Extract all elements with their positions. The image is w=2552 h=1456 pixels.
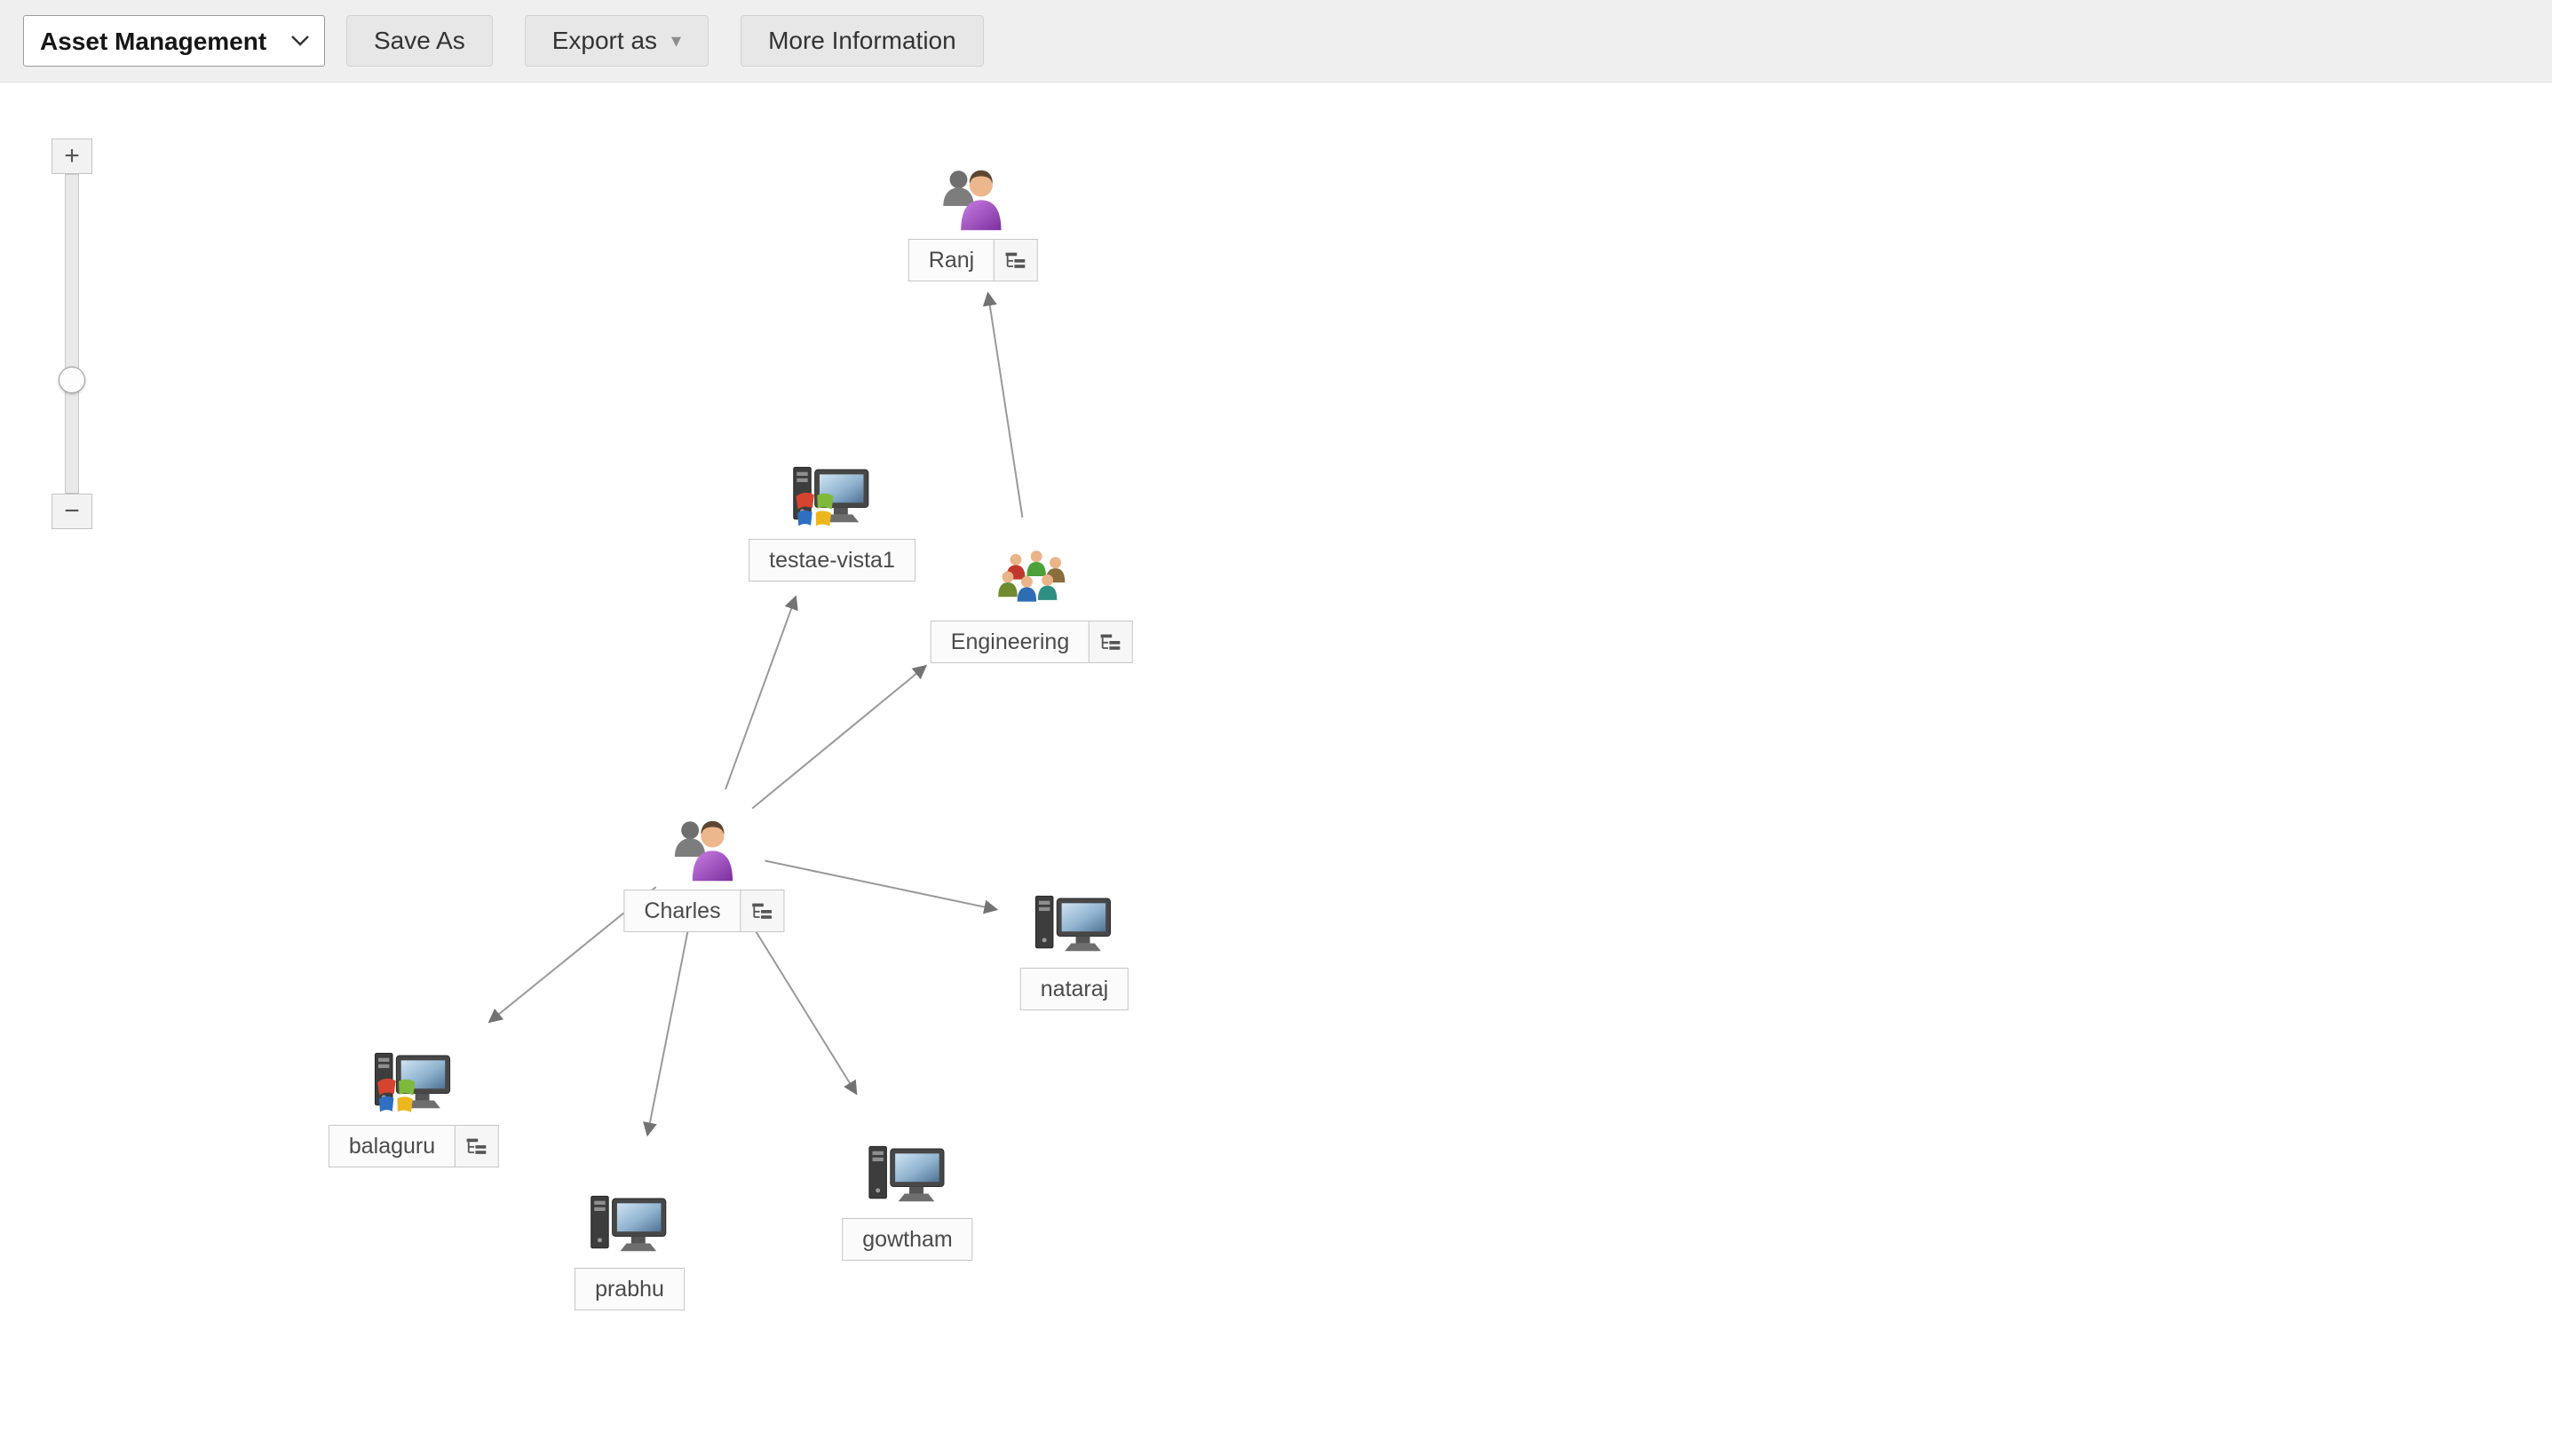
node-label[interactable]: Engineering bbox=[930, 621, 1090, 663]
export-as-label: Export as bbox=[551, 27, 658, 54]
graph-edge-engineering-to-ranj bbox=[982, 291, 1024, 518]
graph-edge-charles-to-engineering bbox=[751, 664, 928, 810]
expand-hierarchy-button[interactable] bbox=[455, 1125, 500, 1167]
graph-edge-charles-to-nataraj bbox=[765, 859, 999, 914]
windows-computer-icon[interactable] bbox=[791, 463, 873, 532]
graph-node-ranj[interactable]: Ranj bbox=[907, 162, 1039, 281]
node-label[interactable]: Charles bbox=[623, 890, 741, 932]
caret-down-icon: ▾ bbox=[671, 29, 682, 51]
graph-node-prabhu[interactable]: prabhu bbox=[575, 1191, 685, 1310]
node-label-row: balaguru bbox=[328, 1125, 500, 1167]
view-select-wrap: Asset Management bbox=[23, 15, 325, 67]
graph-edge-charles-to-testae-vista1 bbox=[725, 595, 798, 790]
computer-icon[interactable] bbox=[589, 1191, 670, 1261]
graph-node-balaguru[interactable]: balaguru bbox=[328, 1048, 500, 1167]
node-label-row: gowtham bbox=[842, 1218, 973, 1261]
computer-icon[interactable] bbox=[867, 1142, 948, 1211]
hierarchy-tree-icon bbox=[750, 900, 775, 922]
toolbar: Asset Management Save As Export as ▾ Mor… bbox=[0, 0, 2552, 83]
node-label[interactable]: prabhu bbox=[575, 1268, 685, 1310]
zoom-in-button[interactable]: + bbox=[52, 138, 92, 174]
windows-computer-icon[interactable] bbox=[373, 1048, 455, 1118]
save-as-button[interactable]: Save As bbox=[346, 15, 493, 67]
node-label-row: Engineering bbox=[930, 621, 1134, 663]
node-label-row: prabhu bbox=[575, 1268, 685, 1310]
node-label[interactable]: testae-vista1 bbox=[749, 539, 915, 582]
view-select[interactable]: Asset Management bbox=[23, 15, 325, 67]
expand-hierarchy-button[interactable] bbox=[1089, 621, 1134, 663]
node-label-row: testae-vista1 bbox=[749, 539, 915, 582]
graph-node-charles[interactable]: Charles bbox=[623, 813, 785, 932]
node-label[interactable]: Ranj bbox=[907, 239, 995, 281]
node-label[interactable]: nataraj bbox=[1019, 968, 1129, 1010]
node-label[interactable]: gowtham bbox=[842, 1218, 973, 1261]
graph-node-gowtham[interactable]: gowtham bbox=[842, 1142, 973, 1261]
graph-node-nataraj[interactable]: nataraj bbox=[1019, 891, 1129, 1010]
computer-icon[interactable] bbox=[1034, 891, 1115, 961]
expand-hierarchy-button[interactable] bbox=[994, 239, 1039, 281]
hierarchy-tree-icon bbox=[1003, 249, 1028, 271]
more-information-button[interactable]: More Information bbox=[741, 15, 984, 67]
zoom-slider-handle[interactable] bbox=[59, 367, 85, 393]
hierarchy-tree-icon bbox=[464, 1136, 489, 1157]
zoom-control: + − bbox=[52, 138, 92, 529]
graph-node-testae-vista1[interactable]: testae-vista1 bbox=[749, 463, 915, 582]
node-label-row: Charles bbox=[623, 890, 785, 932]
zoom-out-button[interactable]: − bbox=[52, 494, 92, 529]
node-label[interactable]: balaguru bbox=[328, 1125, 456, 1167]
graph-node-engineering[interactable]: Engineering bbox=[930, 544, 1134, 663]
hierarchy-tree-icon bbox=[1098, 631, 1123, 653]
user-icon[interactable] bbox=[669, 813, 740, 882]
user-group-icon[interactable] bbox=[994, 544, 1070, 613]
graph-edge-charles-to-gowtham bbox=[735, 899, 858, 1096]
user-icon[interactable] bbox=[938, 162, 1009, 232]
export-as-button[interactable]: Export as ▾ bbox=[524, 15, 709, 67]
zoom-slider-track[interactable] bbox=[59, 174, 85, 494]
expand-hierarchy-button[interactable] bbox=[740, 890, 785, 932]
graph-edge-charles-to-prabhu bbox=[643, 908, 693, 1137]
node-label-row: Ranj bbox=[907, 239, 1039, 281]
node-label-row: nataraj bbox=[1019, 968, 1129, 1010]
